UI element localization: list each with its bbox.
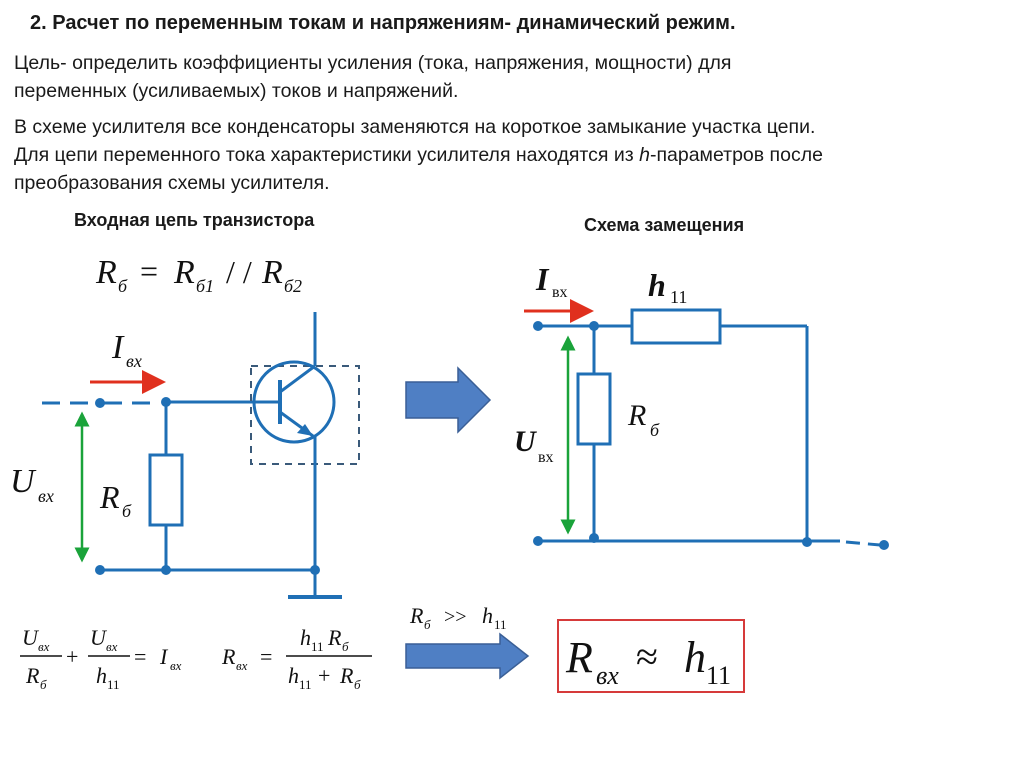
intro-line-4: Для цепи переменного тока характеристики…	[14, 142, 823, 169]
eq1-i-sub: вх	[170, 658, 182, 673]
result-arrow-icon	[405, 632, 530, 680]
eq1-eq: =	[134, 644, 146, 669]
eq2-num-h-sub: 11	[311, 639, 324, 654]
formula-r-3: R	[261, 254, 283, 291]
intro-h-letter: h	[639, 144, 650, 166]
eq2-num-h: h	[300, 625, 311, 650]
transistor-dashed-box	[250, 365, 360, 465]
eq1-u1-sub: вх	[38, 639, 50, 654]
intro-line-1: Цель- определить коэффициенты усиления (…	[14, 52, 732, 74]
input-circuit: U вх I вх R б	[10, 312, 360, 599]
h11-resistor	[630, 308, 722, 345]
eq1-h-sub: 11	[107, 677, 120, 692]
cond-gg: >>	[444, 606, 467, 628]
eq2-r-sub: вх	[236, 658, 248, 673]
uvx-sub: вх	[38, 486, 54, 506]
ivx-sub: вх	[126, 351, 142, 371]
ivx-label: I	[111, 329, 125, 366]
eq1-r-sub: б	[40, 677, 47, 692]
formula-r-2: R	[173, 254, 195, 291]
intro-line-4-end: -параметров после	[649, 144, 823, 166]
cond-r: R	[409, 603, 424, 628]
eq-junction-bottom	[589, 533, 599, 543]
eq2-den-r: R	[339, 663, 354, 688]
eq1-r: R	[25, 663, 40, 688]
eq2-r: R	[221, 644, 236, 669]
eq1-u2: U	[90, 625, 108, 650]
right-subtitle: Схема замещения	[584, 215, 745, 235]
rb-sub: б	[122, 501, 132, 521]
equivalent-circuit: U вх I вх h 11 R б	[514, 261, 889, 550]
eq-bottom-dashed	[845, 540, 881, 547]
result-box: R вх ≈ h 11	[557, 619, 745, 693]
intro-line-3: В схеме усилителя все конденсаторы замен…	[14, 116, 816, 138]
eq-input-node-top	[533, 321, 543, 331]
eq1-u2-sub: вх	[106, 639, 118, 654]
result-r: R	[565, 633, 593, 682]
eq1-plus: +	[66, 644, 78, 669]
intro-line-5: преобразования схемы усилителя.	[14, 172, 330, 194]
current-balance-equation: U вх R б + U вх h 11 = I вх	[20, 625, 182, 692]
eq-output-node	[879, 540, 889, 550]
eq1-h: h	[96, 663, 107, 688]
formula-sub-b: б	[118, 276, 128, 296]
eq-junction-right	[802, 537, 812, 547]
intro-line-2: переменных (усиливаемых) токов и напряже…	[14, 80, 459, 102]
formula-sub-b2: б2	[284, 276, 302, 296]
formula-sub-b1: б1	[196, 276, 214, 296]
eq2-den-h: h	[288, 663, 299, 688]
eq2-num-r: R	[327, 625, 342, 650]
eq1-i: I	[159, 644, 169, 669]
result-h-sub: 11	[706, 661, 731, 690]
eq2-num-r-sub: б	[342, 639, 349, 654]
input-resistance-equation: R вх = h 11 R б h 11 + R б	[221, 625, 372, 692]
eq-uvx-label: U	[514, 425, 537, 458]
formula-parallel: / /	[226, 254, 252, 290]
ground-junction-rb	[161, 565, 171, 575]
rb-parallel-formula: R б = R б1 / / R б2	[95, 253, 302, 296]
result-h: h	[684, 633, 706, 682]
cond-r-sub: б	[424, 617, 431, 632]
eq-rb-resistor	[576, 372, 612, 446]
result-approx: ≈	[636, 634, 658, 679]
eq-h11-sub: 11	[670, 287, 687, 307]
eq2-den-r-sub: б	[354, 677, 361, 692]
eq2-eq: =	[260, 644, 272, 669]
eq-rb-sub: б	[650, 420, 660, 440]
formula-r-1: R	[95, 254, 117, 291]
emitter-arrow-head	[297, 424, 313, 436]
eq-ivx-label: I	[535, 261, 550, 297]
result-r-sub: вх	[596, 661, 619, 690]
rb-resistor	[148, 453, 184, 527]
cond-h-sub: 11	[494, 617, 507, 632]
transistor-body	[252, 360, 336, 444]
transform-arrow-icon	[405, 366, 492, 434]
formula-eq: =	[140, 253, 158, 289]
eq1-u1: U	[22, 625, 40, 650]
uvx-label: U	[10, 463, 37, 500]
eq-uvx-sub: вх	[538, 449, 554, 466]
eq2-den-h-sub: 11	[299, 677, 312, 692]
rb-label: R	[99, 479, 120, 515]
eq-ivx-sub: вх	[552, 284, 568, 301]
input-node-bottom	[95, 565, 105, 575]
input-node-top	[95, 398, 105, 408]
eq-rb-label: R	[627, 399, 646, 432]
cond-h: h	[482, 603, 493, 628]
intro-line-4-start: Для цепи переменного тока характеристики…	[14, 144, 640, 166]
slide-title: 2. Расчет по переменным токам и напряжен…	[30, 12, 736, 34]
eq-h11-label: h	[648, 267, 666, 303]
result-box-frame	[557, 619, 745, 693]
condition-formula: R б >> h 11	[409, 603, 507, 632]
left-subtitle: Входная цепь транзистора	[74, 210, 315, 230]
eq2-den-plus: +	[318, 663, 330, 688]
eq-input-node-bottom	[533, 536, 543, 546]
transistor-collector	[279, 364, 316, 394]
